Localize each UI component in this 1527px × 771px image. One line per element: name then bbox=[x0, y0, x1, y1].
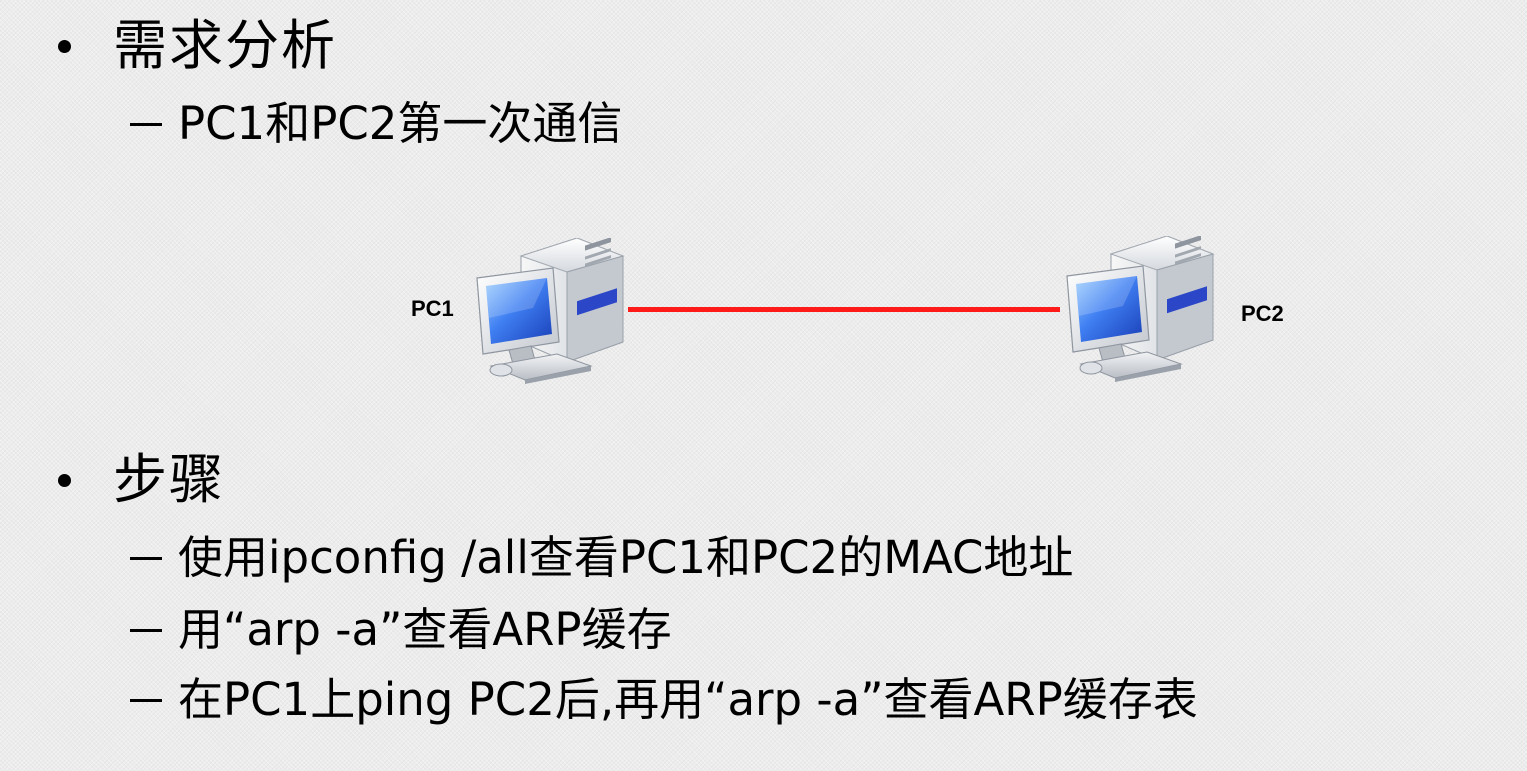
section-title-needs-analysis: 需求分析 bbox=[113, 14, 337, 77]
section-title-steps: 步骤 bbox=[113, 448, 225, 511]
step-text: 在PC1上ping PC2后,再用“arp -a”查看ARP缓存表 bbox=[178, 673, 1198, 726]
dash-icon bbox=[130, 122, 162, 126]
step-text: 使用ipconfig /all查看PC1和PC2的MAC地址 bbox=[178, 531, 1074, 584]
bullet-dot-icon bbox=[58, 473, 71, 487]
dash-icon bbox=[130, 698, 162, 702]
pc1-label: PC1 bbox=[411, 296, 454, 321]
step-item-3: 在PC1上ping PC2后,再用“arp -a”查看ARP缓存表 bbox=[130, 672, 1198, 728]
desktop-computer-icon bbox=[1066, 236, 1214, 382]
bullet-dot-icon bbox=[58, 39, 71, 53]
dash-icon bbox=[130, 556, 162, 560]
pc2-label: PC2 bbox=[1241, 301, 1284, 326]
sub-item-text: PC1和PC2第一次通信 bbox=[178, 97, 623, 150]
desktop-computer-icon bbox=[476, 238, 624, 384]
bullet-needs-analysis: 需求分析 bbox=[58, 14, 337, 78]
step-item-2: 用“arp -a”查看ARP缓存 bbox=[130, 602, 672, 658]
network-link-line bbox=[628, 307, 1060, 312]
bullet-steps: 步骤 bbox=[58, 448, 225, 512]
dash-icon bbox=[130, 628, 162, 632]
step-text: 用“arp -a”查看ARP缓存 bbox=[178, 603, 672, 656]
step-item-1: 使用ipconfig /all查看PC1和PC2的MAC地址 bbox=[130, 530, 1073, 586]
sub-item-first-communication: PC1和PC2第一次通信 bbox=[130, 96, 622, 152]
